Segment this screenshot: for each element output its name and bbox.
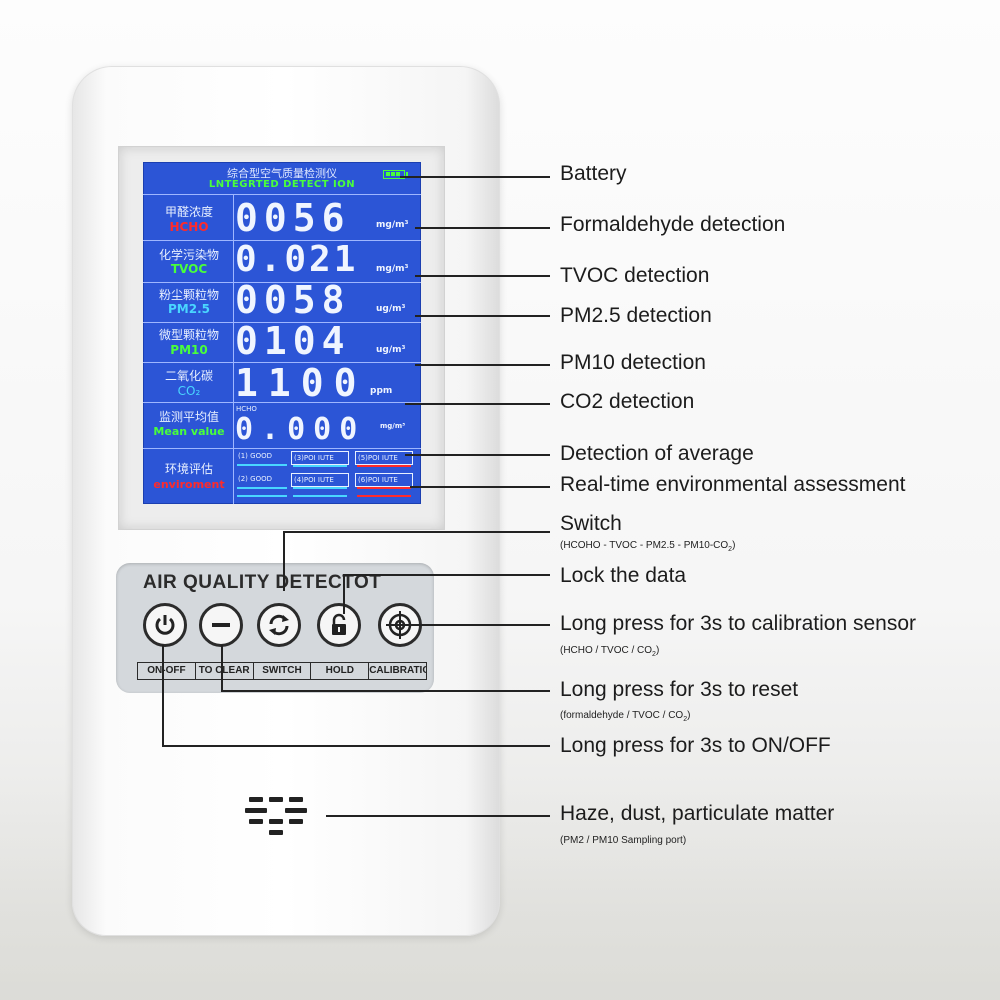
hold-button[interactable] — [317, 603, 361, 647]
env-box-3: (3)POI IUTE — [291, 451, 349, 465]
pm25-leader — [415, 315, 550, 317]
sampling-port-vent — [245, 797, 315, 837]
hcho-value: 0056 — [235, 196, 351, 240]
onoff-leader-h — [162, 745, 550, 747]
pm25-unit: ug/m³ — [376, 304, 406, 314]
env-label-en: enviroment — [153, 478, 225, 491]
lock-leader-v — [343, 574, 345, 614]
hcho-label-en: HCHO — [169, 220, 209, 234]
power-icon — [155, 615, 175, 635]
mean-label-en: Mean value — [153, 425, 225, 438]
co2-value: 1100 — [235, 361, 367, 405]
env-bar-good-2 — [237, 487, 287, 489]
brand-label: AIR QUALITY DETECTOT — [143, 572, 382, 593]
mean-value: 0.000 — [235, 412, 366, 447]
hcho-label-cn: 甲醛浓度 — [164, 205, 213, 219]
pm25-callout: PM2.5 detection — [560, 304, 712, 327]
mean-label-cn: 监测平均值 — [158, 410, 219, 424]
tvoc-label-en: TVOC — [170, 262, 208, 276]
co2-leader — [405, 403, 550, 405]
crosshair-icon — [386, 611, 414, 639]
haze-leader — [326, 815, 550, 817]
battery-callout: Battery — [560, 162, 627, 185]
switch-leader-v — [283, 531, 285, 591]
calibration-callout: Long press for 3s to calibration sensor — [560, 612, 917, 635]
pm10-label-en: PM10 — [170, 343, 208, 357]
formaldehyde-callout: Formaldehyde detection — [560, 213, 786, 236]
formaldehyde-leader — [415, 227, 550, 229]
haze-callout: Haze, dust, particulate matter — [560, 802, 835, 825]
env-box-6: (6)POI IUTE — [355, 473, 413, 487]
lock-callout: Lock the data — [560, 564, 687, 587]
pm10-value: 0104 — [235, 319, 351, 363]
env-bar-pollute-5 — [357, 465, 411, 467]
pm25-label-en: PM2.5 — [168, 302, 210, 316]
pm25-value: 0058 — [235, 278, 351, 322]
button-labels-strip: ON-OFF TO CLEAR SWITCH HOLD CALIBRATION — [137, 662, 427, 680]
tvoc-value: 0.021 — [235, 239, 359, 280]
average-callout: Detection of average — [560, 442, 754, 465]
switch-button[interactable] — [257, 603, 301, 647]
lcd-vdivider — [233, 194, 234, 504]
tvoc-label-cn: 化学污染物 — [158, 248, 219, 262]
tvoc-unit: mg/m³ — [376, 264, 409, 274]
minus-icon — [212, 623, 230, 627]
clear-button[interactable] — [199, 603, 243, 647]
tvoc-callout: TVOC detection — [560, 264, 710, 287]
haze-callout-sub: (PM2 / PM10 Sampling port) — [560, 835, 687, 846]
pm25-label-cn: 粉尘颗粒物 — [158, 288, 219, 302]
onoff-callout: Long press for 3s to ON/OFF — [560, 734, 831, 757]
hcho-unit: mg/m³ — [376, 220, 409, 230]
env-box-1: (1) GOOD — [238, 452, 272, 460]
battery-icon — [383, 170, 408, 179]
clear-label: TO CLEAR — [196, 663, 254, 679]
reset-leader-v — [221, 645, 223, 692]
pm10-leader — [415, 364, 550, 366]
mean-hcho-label: HCHO — [236, 405, 257, 413]
lcd-title-en: LNTEGRTED DETECT ION — [208, 179, 356, 190]
env-box-4: (4)POI IUTE — [291, 473, 349, 487]
co2-callout: CO2 detection — [560, 390, 695, 413]
lcd-screen: 综合型空气质量检测仪 LNTEGRTED DETECT ION 甲醛浓度 HCH… — [143, 162, 421, 504]
calibration-label: CALIBRATION — [369, 665, 426, 676]
env-box-2: (2) GOOD — [238, 475, 272, 483]
assessment-leader — [410, 486, 550, 488]
env-label-cn: 环境评估 — [164, 462, 213, 476]
switch-arrows-icon — [269, 614, 289, 636]
co2-unit: ppm — [370, 386, 393, 396]
lcd-divider — [143, 194, 421, 195]
mean-unit: mg/m³ — [380, 422, 406, 430]
onoff-leader-v — [162, 645, 164, 747]
switch-label: SWITCH — [254, 663, 312, 679]
reset-leader-h — [221, 690, 550, 692]
env-bar-good — [237, 464, 287, 466]
switch-callout-sub: (HCOHO - TVOC - PM2.5 - PM10-CO2) — [560, 540, 736, 553]
reset-callout-sub: (formaldehyde / TVOC / CO2) — [560, 710, 691, 723]
co2-label-cn: 二氧化碳 — [164, 369, 213, 383]
reset-callout: Long press for 3s to reset — [560, 678, 799, 701]
lock-icon — [332, 613, 346, 635]
pm10-label-cn: 微型颗粒物 — [158, 328, 219, 342]
calibration-leader — [412, 624, 550, 626]
calibration-callout-sub: (HCHO / TVOC / CO2) — [560, 645, 660, 658]
lock-leader-h — [343, 574, 550, 576]
assessment-callout: Real-time environmental assessment — [560, 473, 906, 496]
onoff-label: ON-OFF — [138, 663, 196, 679]
switch-callout: Switch — [560, 512, 622, 535]
pm10-callout: PM10 detection — [560, 351, 706, 374]
env-bar-pollute-4 — [293, 487, 347, 489]
env-box-5: (5)POI IUTE — [355, 451, 413, 465]
tvoc-leader — [415, 275, 550, 277]
co2-label-en: CO₂ — [177, 384, 201, 398]
env-bar-pollute-3 — [293, 465, 347, 467]
battery-leader — [400, 176, 550, 178]
switch-leader-h — [283, 531, 550, 533]
power-button[interactable] — [143, 603, 187, 647]
average-leader — [405, 454, 550, 456]
env-bar-pollute-6 — [357, 487, 411, 489]
hold-label: HOLD — [311, 663, 370, 679]
lcd-title-cn: 综合型空气质量检测仪 — [227, 167, 337, 180]
pm10-unit: ug/m³ — [376, 345, 406, 355]
